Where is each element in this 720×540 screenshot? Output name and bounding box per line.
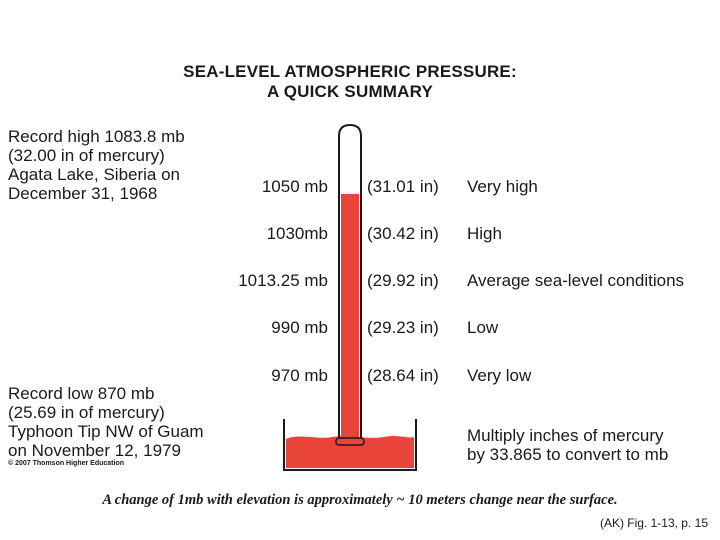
level-very-high-label: Very high xyxy=(467,177,538,196)
copyright-notice: © 2007 Thomson Higher Education xyxy=(8,460,125,467)
level-low-label: Low xyxy=(467,318,499,337)
level-high-mb: 1030mb xyxy=(266,224,328,243)
level-low-inches: (29.23 in) xyxy=(367,318,439,337)
level-high-label: High xyxy=(467,224,502,243)
mercury-column xyxy=(341,194,359,441)
mercury-dish-outline xyxy=(283,419,417,471)
level-average-label: Average sea-level conditions xyxy=(467,271,685,290)
level-very-low-mb: 970 mb xyxy=(271,366,328,385)
level-very-low-inches: (28.64 in) xyxy=(367,366,439,385)
level-very-high-mb: 1050 mb xyxy=(261,177,328,196)
mercury-dish-fill xyxy=(286,436,414,468)
conversion-note: Multiply inches of mercury by 33.865 to … xyxy=(467,426,669,464)
tube-opening xyxy=(335,437,365,446)
level-average-inches: (29.92 in) xyxy=(367,271,439,290)
barometer-tube-outline xyxy=(338,123,362,441)
level-average-mb: 1013.25 mb xyxy=(238,271,328,290)
record-low-note: Record low 870 mb (25.69 in of mercury) … xyxy=(8,384,204,460)
level-very-high-inches: (31.01 in) xyxy=(367,177,439,196)
level-very-low-label: Very low xyxy=(467,366,532,385)
level-low-mb: 990 mb xyxy=(271,318,328,337)
level-high-inches: (30.42 in) xyxy=(367,224,439,243)
elevation-note: A change of 1mb with elevation is approx… xyxy=(102,492,618,508)
diagram-title-line-1: SEA-LEVEL ATMOSPHERIC PRESSURE: xyxy=(183,62,517,81)
diagram-title-line-2: A QUICK SUMMARY xyxy=(266,82,434,101)
figure-reference: (AK) Fig. 1-13, p. 15 xyxy=(599,516,708,530)
record-high-note: Record high 1083.8 mb (32.00 in of mercu… xyxy=(8,127,185,203)
